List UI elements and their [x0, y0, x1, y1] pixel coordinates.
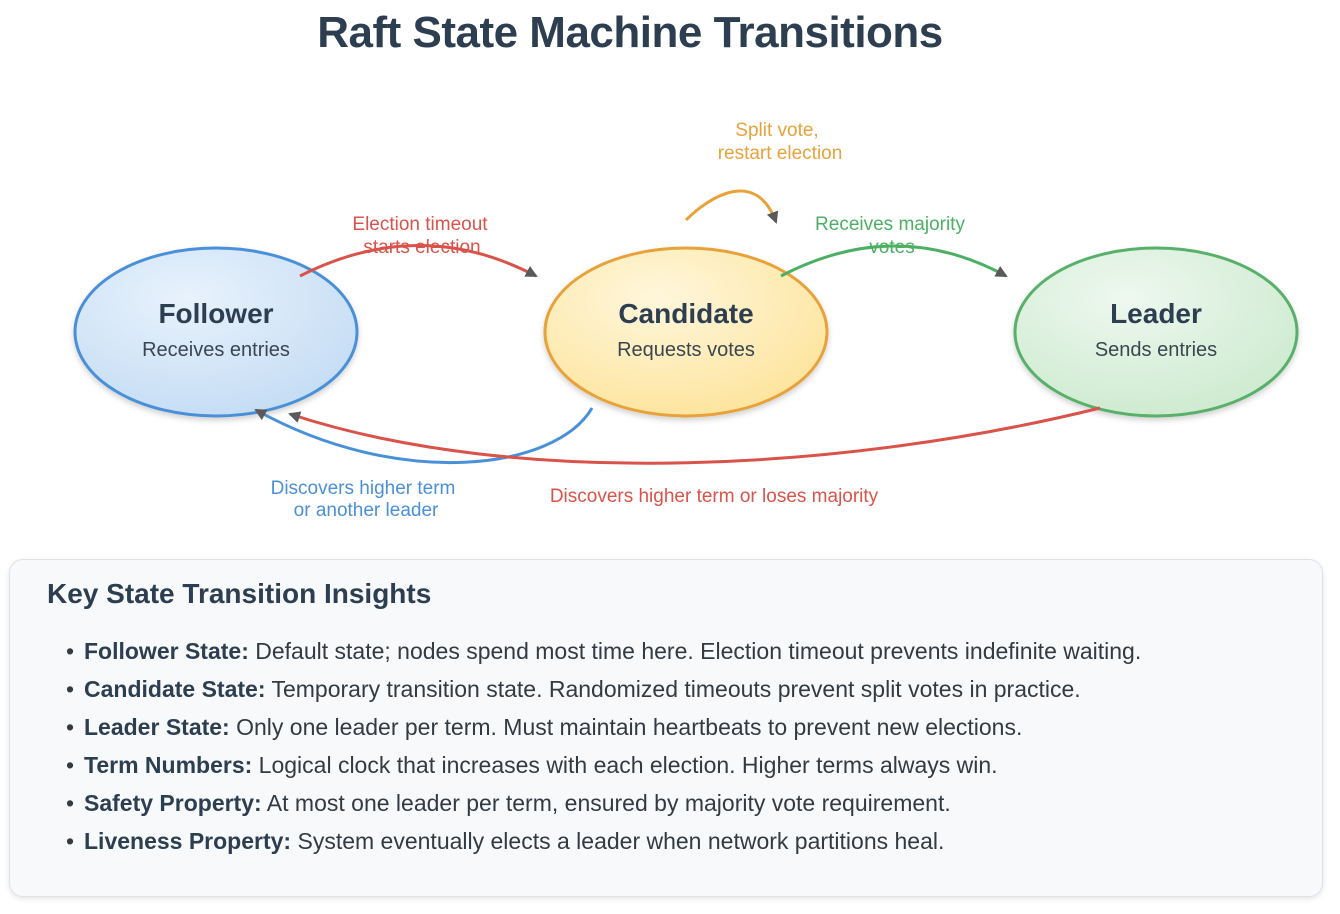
insight-text: Logical clock that increases with each e…	[258, 752, 998, 778]
list-item: Liveness Property: System eventually ele…	[66, 822, 1141, 860]
state-diagram: Follower Receives entries Candidate Requ…	[73, 120, 1299, 521]
leader-desc: Sends entries	[1095, 339, 1217, 361]
insight-text: Default state; nodes spend most time her…	[255, 638, 1142, 664]
page-title: Raft State Machine Transitions	[317, 8, 943, 57]
edge-label-candidate-stepdown-1: Discovers higher term	[271, 478, 456, 499]
edge-candidate-to-leader	[780, 244, 1008, 278]
edge-label-candidate-stepdown-2: or another leader	[294, 500, 439, 521]
insight-text: System eventually elects a leader when n…	[297, 828, 945, 854]
insight-term: Leader State:	[84, 714, 230, 740]
insight-text: Only one leader per term. Must maintain …	[236, 714, 1023, 740]
follower-node: Follower Receives entries	[73, 246, 359, 418]
edge-label-election-timeout-2: starts election	[363, 237, 480, 258]
insights-list: Follower State: Default state; nodes spe…	[66, 632, 1141, 860]
list-item: Term Numbers: Logical clock that increas…	[66, 746, 1141, 784]
follower-name: Follower	[158, 298, 273, 329]
edge-leader-to-follower	[288, 406, 1101, 465]
insight-term: Liveness Property:	[84, 828, 292, 854]
insights-title: Key State Transition Insights	[47, 578, 432, 609]
edge-split-vote-loop	[684, 189, 779, 224]
edge-label-election-timeout-1: Election timeout	[352, 214, 488, 235]
leader-name: Leader	[1110, 298, 1202, 329]
edge-label-split-vote-2: restart election	[718, 143, 843, 164]
edge-follower-to-candidate	[299, 244, 538, 278]
list-item: Leader State: Only one leader per term. …	[66, 708, 1141, 746]
list-item: Safety Property: At most one leader per …	[66, 784, 1141, 822]
edge-label-split-vote-1: Split vote,	[735, 120, 818, 141]
insight-term: Follower State:	[84, 638, 249, 664]
leader-node: Leader Sends entries	[1013, 246, 1299, 418]
edge-label-majority-2: votes	[869, 237, 914, 258]
insight-term: Candidate State:	[84, 676, 266, 702]
insight-term: Term Numbers:	[84, 752, 253, 778]
edge-candidate-to-follower	[254, 407, 594, 465]
edge-label-majority-1: Receives majority	[815, 214, 965, 235]
insight-text: Temporary transition state. Randomized t…	[271, 676, 1081, 702]
follower-desc: Receives entries	[142, 339, 290, 361]
candidate-node: Candidate Requests votes	[543, 246, 829, 418]
list-item: Candidate State: Temporary transition st…	[66, 670, 1141, 708]
insight-text: At most one leader per term, ensured by …	[266, 790, 951, 816]
candidate-desc: Requests votes	[617, 339, 755, 361]
candidate-name: Candidate	[618, 298, 753, 329]
edge-label-leader-stepdown: Discovers higher term or loses majority	[550, 486, 879, 507]
list-item: Follower State: Default state; nodes spe…	[66, 632, 1141, 670]
insights-panel: Key State Transition Insights Follower S…	[9, 559, 1323, 897]
insight-term: Safety Property:	[84, 790, 262, 816]
